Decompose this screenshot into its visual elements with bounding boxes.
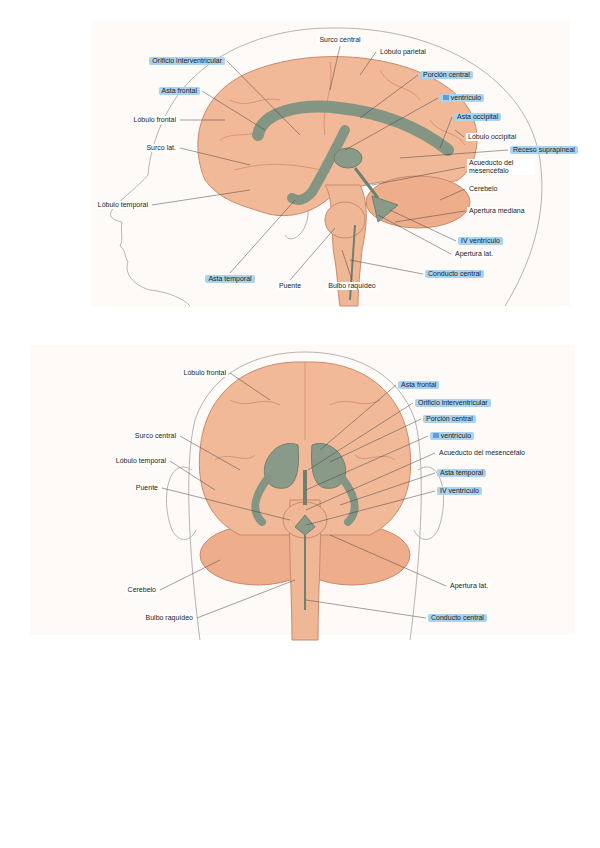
leader-line <box>162 488 290 520</box>
leader-line <box>350 260 423 274</box>
part-label: Receso suprapineal <box>510 146 578 154</box>
part-label: Apertura lat. <box>453 250 495 258</box>
leader-line <box>395 211 465 222</box>
leader-line <box>170 461 215 490</box>
part-label: Asta temporal <box>205 275 254 283</box>
leader-line <box>152 190 250 205</box>
part-label: Conducto central <box>425 270 484 278</box>
part-label: Asta frontal <box>398 381 439 389</box>
part-label: Porción central <box>420 71 473 79</box>
part-label: Surco central <box>317 36 362 44</box>
part-label: IV ventrículo <box>437 487 482 495</box>
leader-line <box>340 473 435 505</box>
part-label: Lóbulo frontal <box>132 116 178 124</box>
leader-line <box>330 535 446 586</box>
ventricles <box>255 444 355 610</box>
leader-line <box>230 200 295 273</box>
leader-line <box>180 148 250 165</box>
leader-line <box>400 150 508 158</box>
leader-line <box>440 189 465 200</box>
leader-line <box>180 436 240 470</box>
leader-line <box>378 215 451 254</box>
leader-line <box>440 117 452 148</box>
leader-line <box>227 61 300 135</box>
leader-line <box>330 46 340 90</box>
part-label: Porción central <box>423 415 476 423</box>
leader-line <box>306 491 435 525</box>
leader-line <box>306 600 426 618</box>
leader-line <box>372 167 465 185</box>
part-label: Puente <box>134 484 160 492</box>
part-label: Surco central <box>133 432 178 440</box>
part-label: Orificio interventricular <box>415 399 491 407</box>
ventricles <box>258 107 448 300</box>
leader-line <box>197 580 295 618</box>
part-label: Puente <box>277 282 303 290</box>
leader-line <box>306 453 435 510</box>
head-outline <box>166 352 443 640</box>
leader-line <box>345 98 438 150</box>
part-label: Cerebelo <box>126 586 158 594</box>
leader-line <box>330 419 421 462</box>
leader-line <box>290 228 335 280</box>
leader-line <box>308 403 413 470</box>
leader-line <box>180 120 225 121</box>
sulci <box>215 362 395 460</box>
part-label: Orificio interventricular <box>149 57 225 65</box>
leader-line <box>320 385 396 450</box>
part-label: Lóbulo temporal <box>96 201 150 209</box>
part-label: Asta temporal <box>437 469 486 477</box>
part-label: Apertura mediana <box>467 207 527 215</box>
leader-line <box>160 560 220 590</box>
part-label: Lóbulo parietal <box>378 48 428 56</box>
part-label: III ventrículo <box>430 432 474 440</box>
leader-line <box>230 373 270 400</box>
leader-line <box>360 52 376 75</box>
part-label: Lóbulo frontal <box>182 369 228 377</box>
part-label: Cerebelo <box>467 185 499 193</box>
part-label: IV ventrículo <box>458 237 503 245</box>
part-label: Acueducto del mesencéfalo <box>467 159 535 175</box>
leader-line <box>455 130 464 137</box>
leader-line <box>306 436 428 490</box>
part-label: Bulbo raquídeo <box>326 282 377 290</box>
part-label: Apertura lat. <box>448 582 490 590</box>
part-label: Lóbulo temporal <box>114 457 168 465</box>
cerebellum <box>366 176 470 228</box>
leader-line <box>202 91 265 130</box>
part-label: Asta frontal <box>159 87 200 95</box>
head-outline <box>110 28 541 306</box>
part-label: Conducto central <box>428 614 487 622</box>
leader-line <box>360 75 418 118</box>
part-label: Lóbulo occipital <box>466 133 518 141</box>
leader-line <box>390 210 456 241</box>
leader-line <box>342 250 352 280</box>
part-label: Acueducto del mesencéfalo <box>437 449 527 457</box>
part-label: Asta occipital <box>454 113 501 121</box>
part-label: Bulbo raquídeo <box>144 614 195 622</box>
panel <box>92 20 570 306</box>
part-label: III ventrículo <box>440 94 484 102</box>
part-label: Surco lat. <box>144 144 178 152</box>
